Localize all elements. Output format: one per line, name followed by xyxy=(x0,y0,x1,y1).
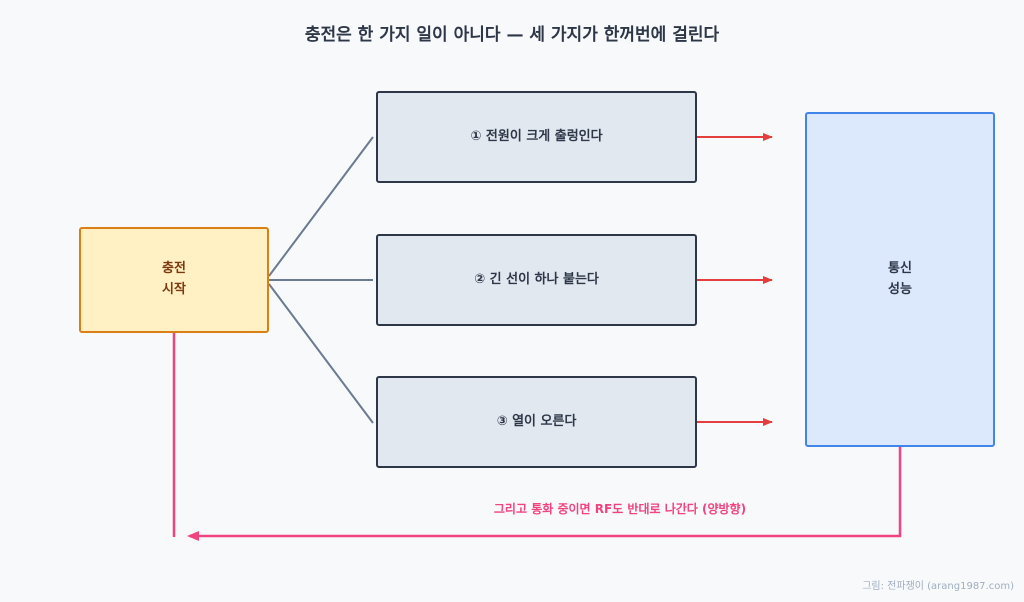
start-box: 충전 시작 xyxy=(79,227,269,333)
diagram-title: 충전은 한 가지 일이 아니다 — 세 가지가 한꺼번에 걸린다 xyxy=(304,25,720,45)
connector-start-to-step-3 xyxy=(268,283,374,424)
feedback-arrow-target-to-start xyxy=(187,447,902,541)
credit-text: 그림: 전파쟁이 (arang1987.com) xyxy=(862,581,1014,592)
target-box: 통신 성능 xyxy=(805,112,995,447)
connector-start-to-step-1 xyxy=(268,136,374,277)
step-box-1: ① 전원이 크게 출렁인다 xyxy=(376,91,697,183)
step-box-2: ② 긴 선이 하나 붙는다 xyxy=(376,234,697,326)
step-box-3: ③ 열이 오른다 xyxy=(376,376,697,468)
feedback-note: 그리고 통화 중이면 RF도 반대로 나간다 (양방향) xyxy=(493,502,747,516)
